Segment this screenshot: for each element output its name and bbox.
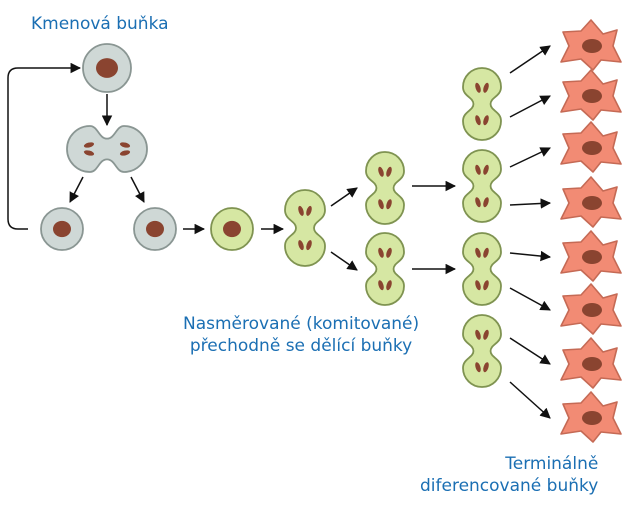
terminal-cell-nucleus [582, 250, 602, 264]
committed-cell-dividing-body [462, 67, 502, 141]
committed-cell-dividing-chromosome [483, 164, 489, 175]
terminal-cell-nucleus [582, 39, 602, 53]
committed-cell-dividing-body [462, 232, 502, 306]
terminal-cell [560, 283, 622, 335]
committed-cell-dividing-chromosome [378, 247, 384, 258]
terminal-cell-nucleus [582, 89, 602, 103]
committed-cell-dividing-body [365, 232, 405, 306]
arrow [69, 176, 84, 203]
committed-cells-label-line1: Nasměrované (komitované) [183, 314, 420, 334]
committed-cell-dividing-chromosome [306, 240, 312, 251]
self-renewal-arrow [7, 62, 82, 230]
committed-cell-dividing-chromosome [483, 280, 489, 291]
committed-cell-dividing-chromosome [475, 164, 481, 175]
arrow [509, 250, 552, 262]
committed-cell-dividing-chromosome [386, 280, 392, 291]
terminal-cells-label-line1: Terminálně [505, 454, 599, 474]
committed-cell-dividing-chromosome [475, 280, 481, 291]
terminal-cell [560, 19, 622, 71]
committed-cell-dividing-chromosome [483, 82, 489, 93]
arrow [509, 147, 551, 168]
stem-cell-daughter [40, 207, 84, 251]
stem-cell-dividing-chromosome [83, 150, 95, 156]
terminal-cell [560, 121, 622, 173]
stem-cell-dividing [66, 125, 148, 173]
arrow [509, 45, 551, 74]
committed-cell-dividing-chromosome [378, 166, 384, 177]
committed-cell-dividing [462, 67, 502, 141]
committed-cell-dividing-body [462, 314, 502, 388]
committed-cell-dividing-chromosome [386, 166, 392, 177]
committed-cell-dividing-chromosome [483, 115, 489, 126]
committed-cell-dividing [462, 314, 502, 388]
committed-cell-dividing [284, 189, 326, 267]
committed-cell-nucleus [223, 220, 241, 238]
committed-cell-dividing-chromosome [386, 199, 392, 210]
terminal-cell [560, 69, 622, 121]
terminal-cell [560, 337, 622, 389]
terminal-cells-label: Terminálně diferencované buňky [420, 453, 598, 497]
stem-cell-dividing-chromosome [83, 142, 95, 148]
terminal-cell-nucleus [582, 196, 602, 210]
stem-cell-nucleus [96, 58, 118, 78]
committed-cell-dividing [462, 232, 502, 306]
terminal-cell-nucleus [582, 357, 602, 371]
terminal-cell-nucleus [582, 303, 602, 317]
stem-cell-dividing-body [66, 125, 148, 173]
terminal-cells-label-line2: diferencované buňky [420, 476, 599, 496]
terminal-cell-nucleus [582, 411, 602, 425]
committed-cell-dividing-chromosome [483, 362, 489, 373]
committed-cell-dividing [365, 232, 405, 306]
committed-cells-label: Nasměrované (komitované) přechodně se dě… [183, 313, 419, 357]
committed-cell-dividing-chromosome [475, 329, 481, 340]
arrow [330, 251, 358, 271]
committed-cell-dividing-chromosome [483, 329, 489, 340]
stem-cell-daughter [133, 207, 177, 251]
committed-cell-dividing-chromosome [483, 247, 489, 258]
arrow [509, 381, 551, 419]
committed-cell-dividing-body [365, 151, 405, 225]
committed-cell-dividing-chromosome [475, 115, 481, 126]
terminal-cell [560, 176, 622, 228]
committed-cell-dividing-chromosome [475, 82, 481, 93]
committed-cells-label-line2: přechodně se dělící buňky [189, 336, 413, 356]
arrow [130, 176, 145, 203]
arrow [509, 337, 551, 365]
stem-cell-label: Kmenová buňka [31, 14, 169, 34]
terminal-cell-nucleus [582, 141, 602, 155]
committed-cell-dividing-chromosome [298, 205, 304, 216]
committed-cell-dividing [462, 149, 502, 223]
committed-cell-dividing-chromosome [475, 362, 481, 373]
arrow [509, 95, 551, 118]
committed-cell-dividing-body [284, 189, 326, 267]
arrow [330, 187, 358, 207]
stem-cell-dividing-chromosome [119, 142, 131, 148]
terminal-cell [560, 391, 622, 443]
terminal-cell [560, 230, 622, 282]
committed-cell-dividing-body [462, 149, 502, 223]
committed-cell-dividing-chromosome [378, 199, 384, 210]
stem-cell [82, 43, 132, 93]
committed-cell-dividing-chromosome [386, 247, 392, 258]
stem-cell-daughter-nucleus [146, 220, 164, 238]
committed-cell-dividing-chromosome [298, 240, 304, 251]
committed-cell-dividing-chromosome [306, 205, 312, 216]
committed-cell-dividing-chromosome [475, 247, 481, 258]
arrow [509, 198, 552, 209]
committed-cell-dividing-chromosome [475, 197, 481, 208]
committed-cell-dividing-chromosome [378, 280, 384, 291]
stem-cell-daughter-nucleus [53, 220, 71, 238]
committed-cell [210, 207, 254, 251]
committed-cell-dividing [365, 151, 405, 225]
committed-cell-dividing-chromosome [483, 197, 489, 208]
arrow [509, 287, 551, 311]
stem-cell-dividing-chromosome [119, 150, 131, 156]
